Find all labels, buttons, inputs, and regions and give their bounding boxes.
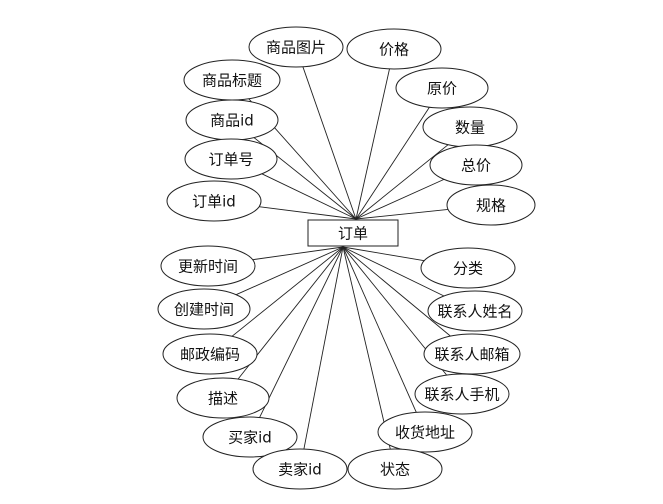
attribute-label: 商品标题 bbox=[202, 72, 262, 90]
attribute-ellipse bbox=[427, 290, 523, 332]
attribute-ellipse bbox=[157, 288, 251, 330]
connector-postal-code bbox=[231, 246, 344, 337]
attribute-ellipse bbox=[248, 26, 344, 68]
attribute-spec: 规格 bbox=[446, 184, 536, 226]
attribute-price: 价格 bbox=[346, 28, 442, 70]
attribute-quantity: 数量 bbox=[422, 106, 518, 148]
connector-shipping-address bbox=[342, 246, 417, 413]
attribute-label: 更新时间 bbox=[178, 258, 238, 276]
attribute-label: 分类 bbox=[453, 260, 483, 278]
attribute-goods-image: 商品图片 bbox=[248, 26, 344, 68]
attribute-goods-id: 商品id bbox=[185, 99, 279, 141]
attribute-ellipse bbox=[252, 448, 348, 490]
attribute-label: 订单号 bbox=[208, 151, 253, 169]
connector-spec bbox=[355, 208, 449, 220]
entity-order: 订单 bbox=[307, 219, 399, 247]
connector-quantity bbox=[355, 144, 449, 220]
attribute-label: 原价 bbox=[427, 80, 457, 98]
attribute-seller-id: 卖家id bbox=[252, 448, 348, 490]
attribute-postal-code: 邮政编码 bbox=[162, 333, 258, 375]
connector-order-id bbox=[258, 206, 357, 220]
attribute-ellipse bbox=[202, 416, 298, 458]
attribute-original-price: 原价 bbox=[395, 67, 489, 109]
connector-price bbox=[355, 68, 390, 220]
attribute-contact-name: 联系人姓名 bbox=[427, 290, 523, 332]
attribute-label: 卖家id bbox=[278, 461, 322, 479]
attribute-label: 联系人姓名 bbox=[437, 303, 512, 321]
attribute-label: 商品id bbox=[210, 112, 254, 130]
attribute-category: 分类 bbox=[420, 247, 516, 289]
attribute-status: 状态 bbox=[347, 448, 443, 490]
attribute-label: 邮政编码 bbox=[180, 346, 240, 364]
attribute-buyer-id: 买家id bbox=[202, 416, 298, 458]
attribute-ellipse bbox=[184, 138, 278, 180]
connector-status bbox=[342, 246, 391, 450]
attribute-goods-title: 商品标题 bbox=[183, 59, 281, 101]
attribute-ellipse bbox=[162, 333, 258, 375]
connector-update-time bbox=[252, 246, 344, 261]
attribute-contact-phone: 联系人手机 bbox=[414, 373, 510, 415]
connector-category bbox=[342, 246, 425, 262]
attribute-label: 数量 bbox=[455, 119, 485, 137]
attribute-label: 联系人手机 bbox=[424, 386, 499, 404]
attribute-update-time: 更新时间 bbox=[160, 245, 256, 287]
attribute-ellipse bbox=[160, 245, 256, 287]
attribute-label: 创建时间 bbox=[174, 301, 234, 319]
attribute-label: 描述 bbox=[208, 390, 238, 408]
connector-seller-id bbox=[303, 246, 344, 450]
attribute-label: 买家id bbox=[228, 429, 272, 447]
attribute-order-no: 订单号 bbox=[184, 138, 278, 180]
connector-contact-name bbox=[342, 246, 445, 297]
attribute-label: 订单id bbox=[192, 193, 236, 211]
attribute-contact-email: 联系人邮箱 bbox=[423, 333, 521, 375]
connector-contact-email bbox=[342, 246, 451, 337]
connector-total-price bbox=[355, 178, 445, 220]
attribute-ellipse bbox=[346, 28, 442, 70]
attribute-ellipse bbox=[347, 448, 443, 490]
connector-order-no bbox=[261, 173, 357, 220]
attribute-label: 联系人邮箱 bbox=[434, 346, 509, 364]
attribute-ellipse bbox=[429, 144, 523, 186]
connector-create-time bbox=[235, 246, 344, 296]
attribute-shipping-address: 收货地址 bbox=[377, 411, 473, 453]
attribute-total-price: 总价 bbox=[429, 144, 523, 186]
attribute-label: 状态 bbox=[380, 461, 410, 479]
attribute-ellipse bbox=[446, 184, 536, 226]
attribute-ellipse bbox=[176, 377, 270, 419]
attribute-label: 商品图片 bbox=[266, 39, 326, 57]
attribute-ellipse bbox=[420, 247, 516, 289]
attribute-order-id: 订单id bbox=[166, 180, 262, 222]
connector-goods-image bbox=[302, 66, 357, 220]
attribute-description: 描述 bbox=[176, 377, 270, 419]
connector-buyer-id bbox=[259, 246, 344, 418]
attribute-ellipse bbox=[414, 373, 510, 415]
attribute-label: 规格 bbox=[476, 197, 506, 215]
attribute-label: 总价 bbox=[461, 157, 491, 175]
entity-label: 订单 bbox=[338, 225, 368, 243]
attribute-label: 价格 bbox=[379, 41, 409, 59]
attribute-ellipse bbox=[166, 180, 262, 222]
attribute-ellipse bbox=[395, 67, 489, 109]
connector-original-price bbox=[355, 106, 430, 220]
entity-box bbox=[307, 219, 399, 247]
attribute-ellipse bbox=[377, 411, 473, 453]
connector-lines bbox=[231, 66, 451, 450]
attribute-create-time: 创建时间 bbox=[157, 288, 251, 330]
attribute-label: 收货地址 bbox=[395, 424, 455, 442]
